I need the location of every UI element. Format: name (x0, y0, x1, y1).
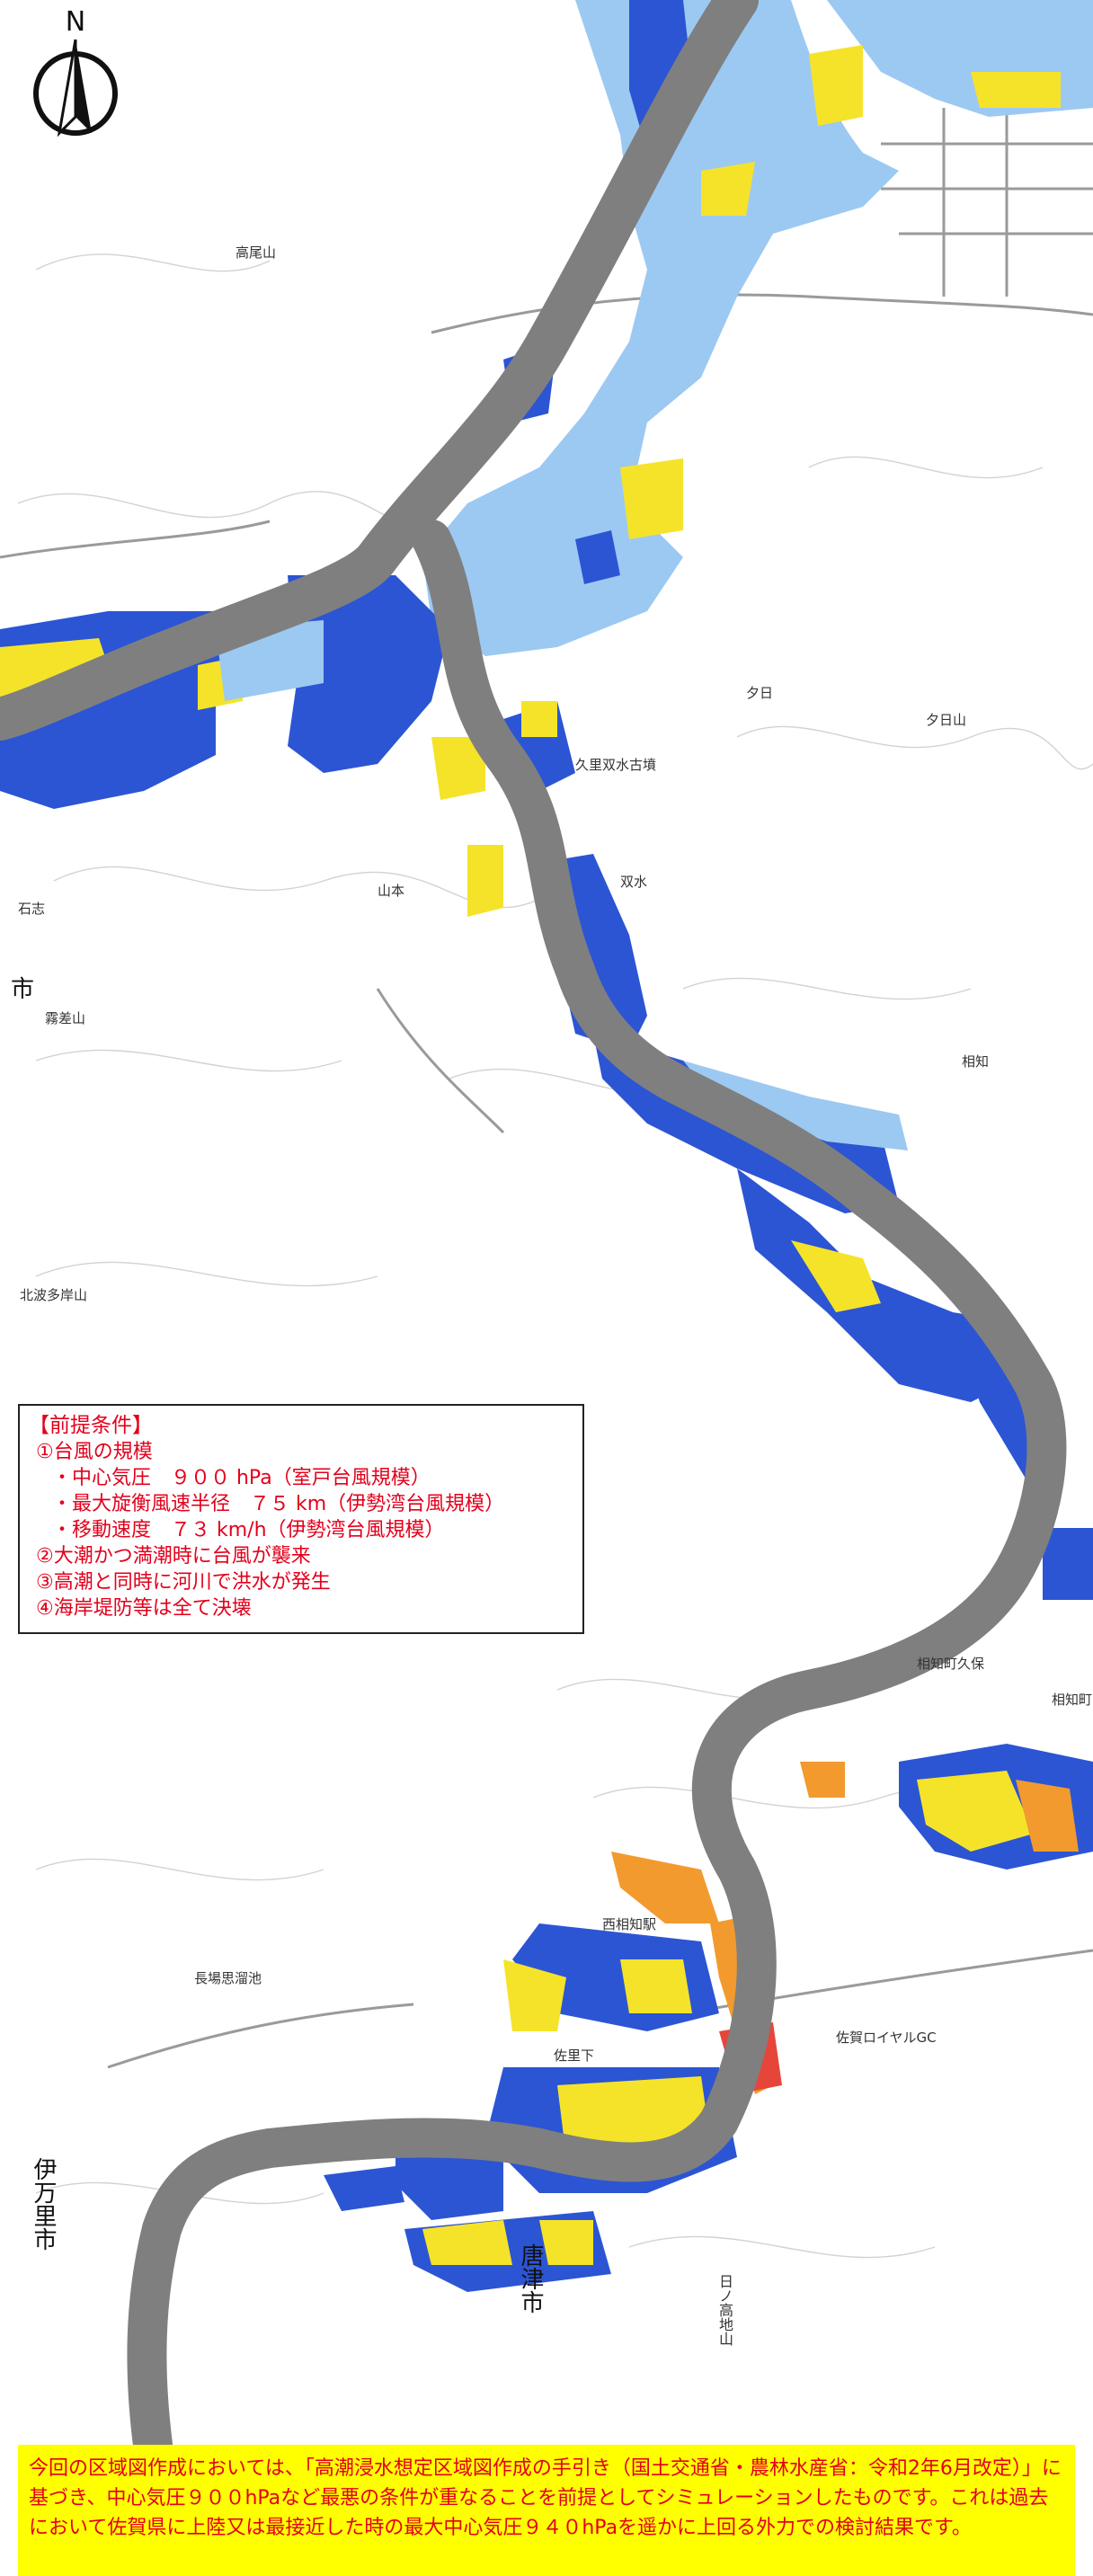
river-main (127, 520, 1067, 2465)
place-shi: 市 (11, 976, 35, 1003)
place-karatsu-shi: 唐津市 (517, 2243, 544, 2314)
place-yamamoto: 山本 (378, 883, 405, 899)
condition-item: ③高潮と同時に河川で洪水が発生 (36, 1571, 331, 1594)
place-ochi-nishi: 相知町 (1052, 1692, 1093, 1708)
condition-item: ・最大旋衡風速半径 ７５ km（伊勢湾台風規模） (52, 1493, 505, 1515)
place-ochi: 相知 (962, 1053, 990, 1070)
roads (0, 108, 1093, 2069)
place-sousui: 双水 (620, 874, 648, 890)
place-kitahata-yama: 北波多岸山 (20, 1287, 88, 1303)
notice-text: 今回の区域図作成においては、「高潮浸水想定区域図作成の手引き（国土交通省・農林水… (29, 2457, 1062, 2539)
place-takao-yama: 高尾山 (235, 244, 277, 261)
preconditions-box: 【前提条件】 ①台風の規模 ・中心気圧 ９００ hPa（室戸台風規模） ・最大旋… (18, 1404, 584, 1634)
place-yuhi-yama: 夕日山 (926, 712, 967, 728)
north-label: N (66, 7, 85, 38)
condition-item: ②大潮かつ満潮時に台風が襲来 (36, 1545, 311, 1568)
condition-item: ④海岸堤防等は全て決壊 (36, 1597, 252, 1620)
river (0, 0, 759, 741)
north-arrow: N (31, 6, 120, 151)
condition-item: ①台風の規模 (36, 1441, 153, 1463)
notice-box: 今回の区域図作成においては、「高潮浸水想定区域図作成の手引き（国土交通省・農林水… (18, 2445, 1075, 2576)
place-kirigaoka-yama: 霧差山 (45, 1010, 86, 1026)
place-nishi-ochi-eki: 西相知駅 (602, 1916, 657, 1932)
place-nagahata: 長場思溜池 (194, 1970, 262, 1986)
place-hinokakuyama: 日ノ高地山 (716, 2274, 733, 2346)
preconditions-title: 【前提条件】 (29, 1414, 153, 1437)
place-ishishi: 石志 (18, 901, 46, 917)
place-ochi-kubo: 相知町久保 (917, 1656, 985, 1672)
place-sagayoshi: 佐里下 (554, 2047, 595, 2064)
place-imari-shi: 伊万里市 (30, 2157, 57, 2251)
place-saga-royal-gc: 佐賀ロイヤルGC (836, 2030, 937, 2046)
condition-item: ・移動速度 ７３ km/h（伊勢湾台風規模） (52, 1519, 445, 1541)
north-arrow-icon: N (33, 6, 118, 138)
place-kumenosumi: 久里双水古墳 (575, 757, 657, 773)
place-yuhi: 夕日 (746, 685, 774, 701)
condition-item: ・中心気圧 ９００ hPa（室戸台風規模） (52, 1467, 431, 1489)
